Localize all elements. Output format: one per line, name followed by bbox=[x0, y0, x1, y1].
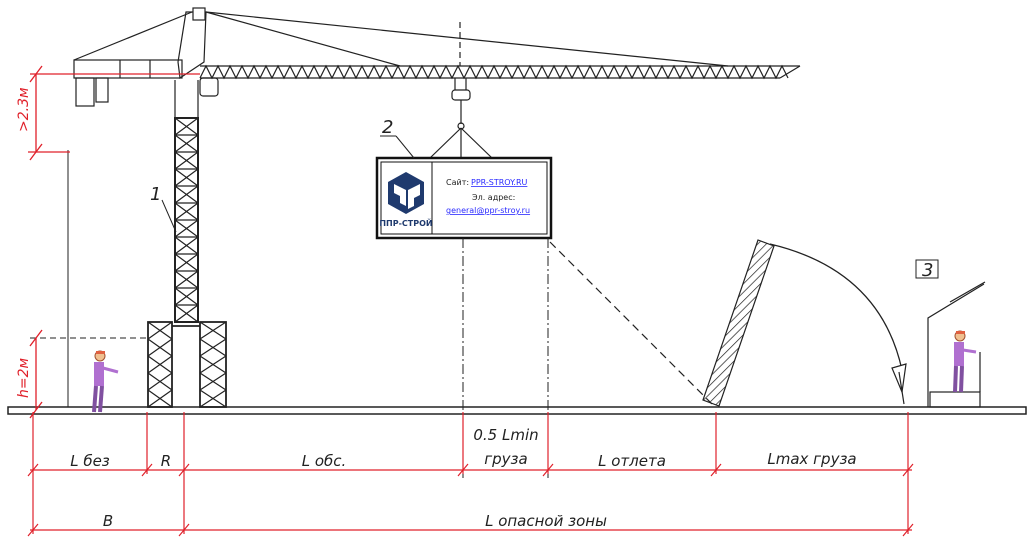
height-bottom-label: h=2м bbox=[16, 357, 32, 398]
l-max-label: Lmax груза bbox=[767, 450, 856, 468]
height-dimensions bbox=[28, 65, 200, 419]
site-label: Сайт: bbox=[446, 178, 469, 187]
callout-1: 1 bbox=[150, 184, 177, 233]
left-building-wall bbox=[30, 150, 148, 407]
crane-tower-mast bbox=[174, 80, 199, 323]
crane-jib bbox=[199, 64, 801, 80]
worker-right-icon bbox=[953, 330, 977, 393]
svg-text:2: 2 bbox=[382, 117, 393, 138]
crane-base bbox=[147, 321, 227, 408]
callout-2: 2 bbox=[380, 117, 415, 159]
ground-line bbox=[7, 406, 1027, 415]
worker-left-icon bbox=[92, 350, 119, 413]
falling-board bbox=[702, 239, 775, 407]
load-board: ППР-СТРОЙ Сайт: PPR-STROY.RU Эл. адрес: … bbox=[375, 156, 553, 240]
l-obs-label: L обс. bbox=[302, 452, 347, 470]
height-top-label: >2.3м bbox=[16, 87, 32, 132]
crane-tower-head bbox=[73, 7, 729, 97]
svg-text:1: 1 bbox=[150, 184, 161, 205]
l-otleta-label: L отлета bbox=[598, 452, 666, 470]
l-bez-label: L без bbox=[70, 452, 110, 470]
site-link[interactable]: PPR-STROY.RU bbox=[471, 178, 528, 187]
dimension-extension-lines bbox=[32, 412, 909, 534]
email-label: Эл. адрес: bbox=[472, 193, 515, 202]
swing-arc bbox=[769, 243, 903, 371]
svg-text:3: 3 bbox=[922, 260, 933, 281]
half-l-min-label: 0.5 Lmin bbox=[473, 426, 538, 444]
ppr-stroy-logo-icon bbox=[388, 172, 424, 214]
swing-arrow-icon bbox=[891, 363, 907, 395]
fall-trajectory bbox=[549, 241, 713, 405]
callout-3: 3 bbox=[915, 259, 939, 281]
email-link[interactable]: general@ppr-stroy.ru bbox=[446, 206, 530, 215]
l-danger-zone-label: L опасной зоны bbox=[485, 512, 607, 530]
r-label: R bbox=[161, 452, 171, 470]
b-label: B bbox=[103, 512, 113, 530]
dimension-lines bbox=[27, 463, 914, 537]
half-l-min-sub-label: груза bbox=[484, 450, 527, 468]
logo-text: ППР-СТРОЙ bbox=[379, 217, 432, 228]
load-hook bbox=[429, 22, 493, 159]
crane-counter-jib bbox=[73, 59, 183, 107]
